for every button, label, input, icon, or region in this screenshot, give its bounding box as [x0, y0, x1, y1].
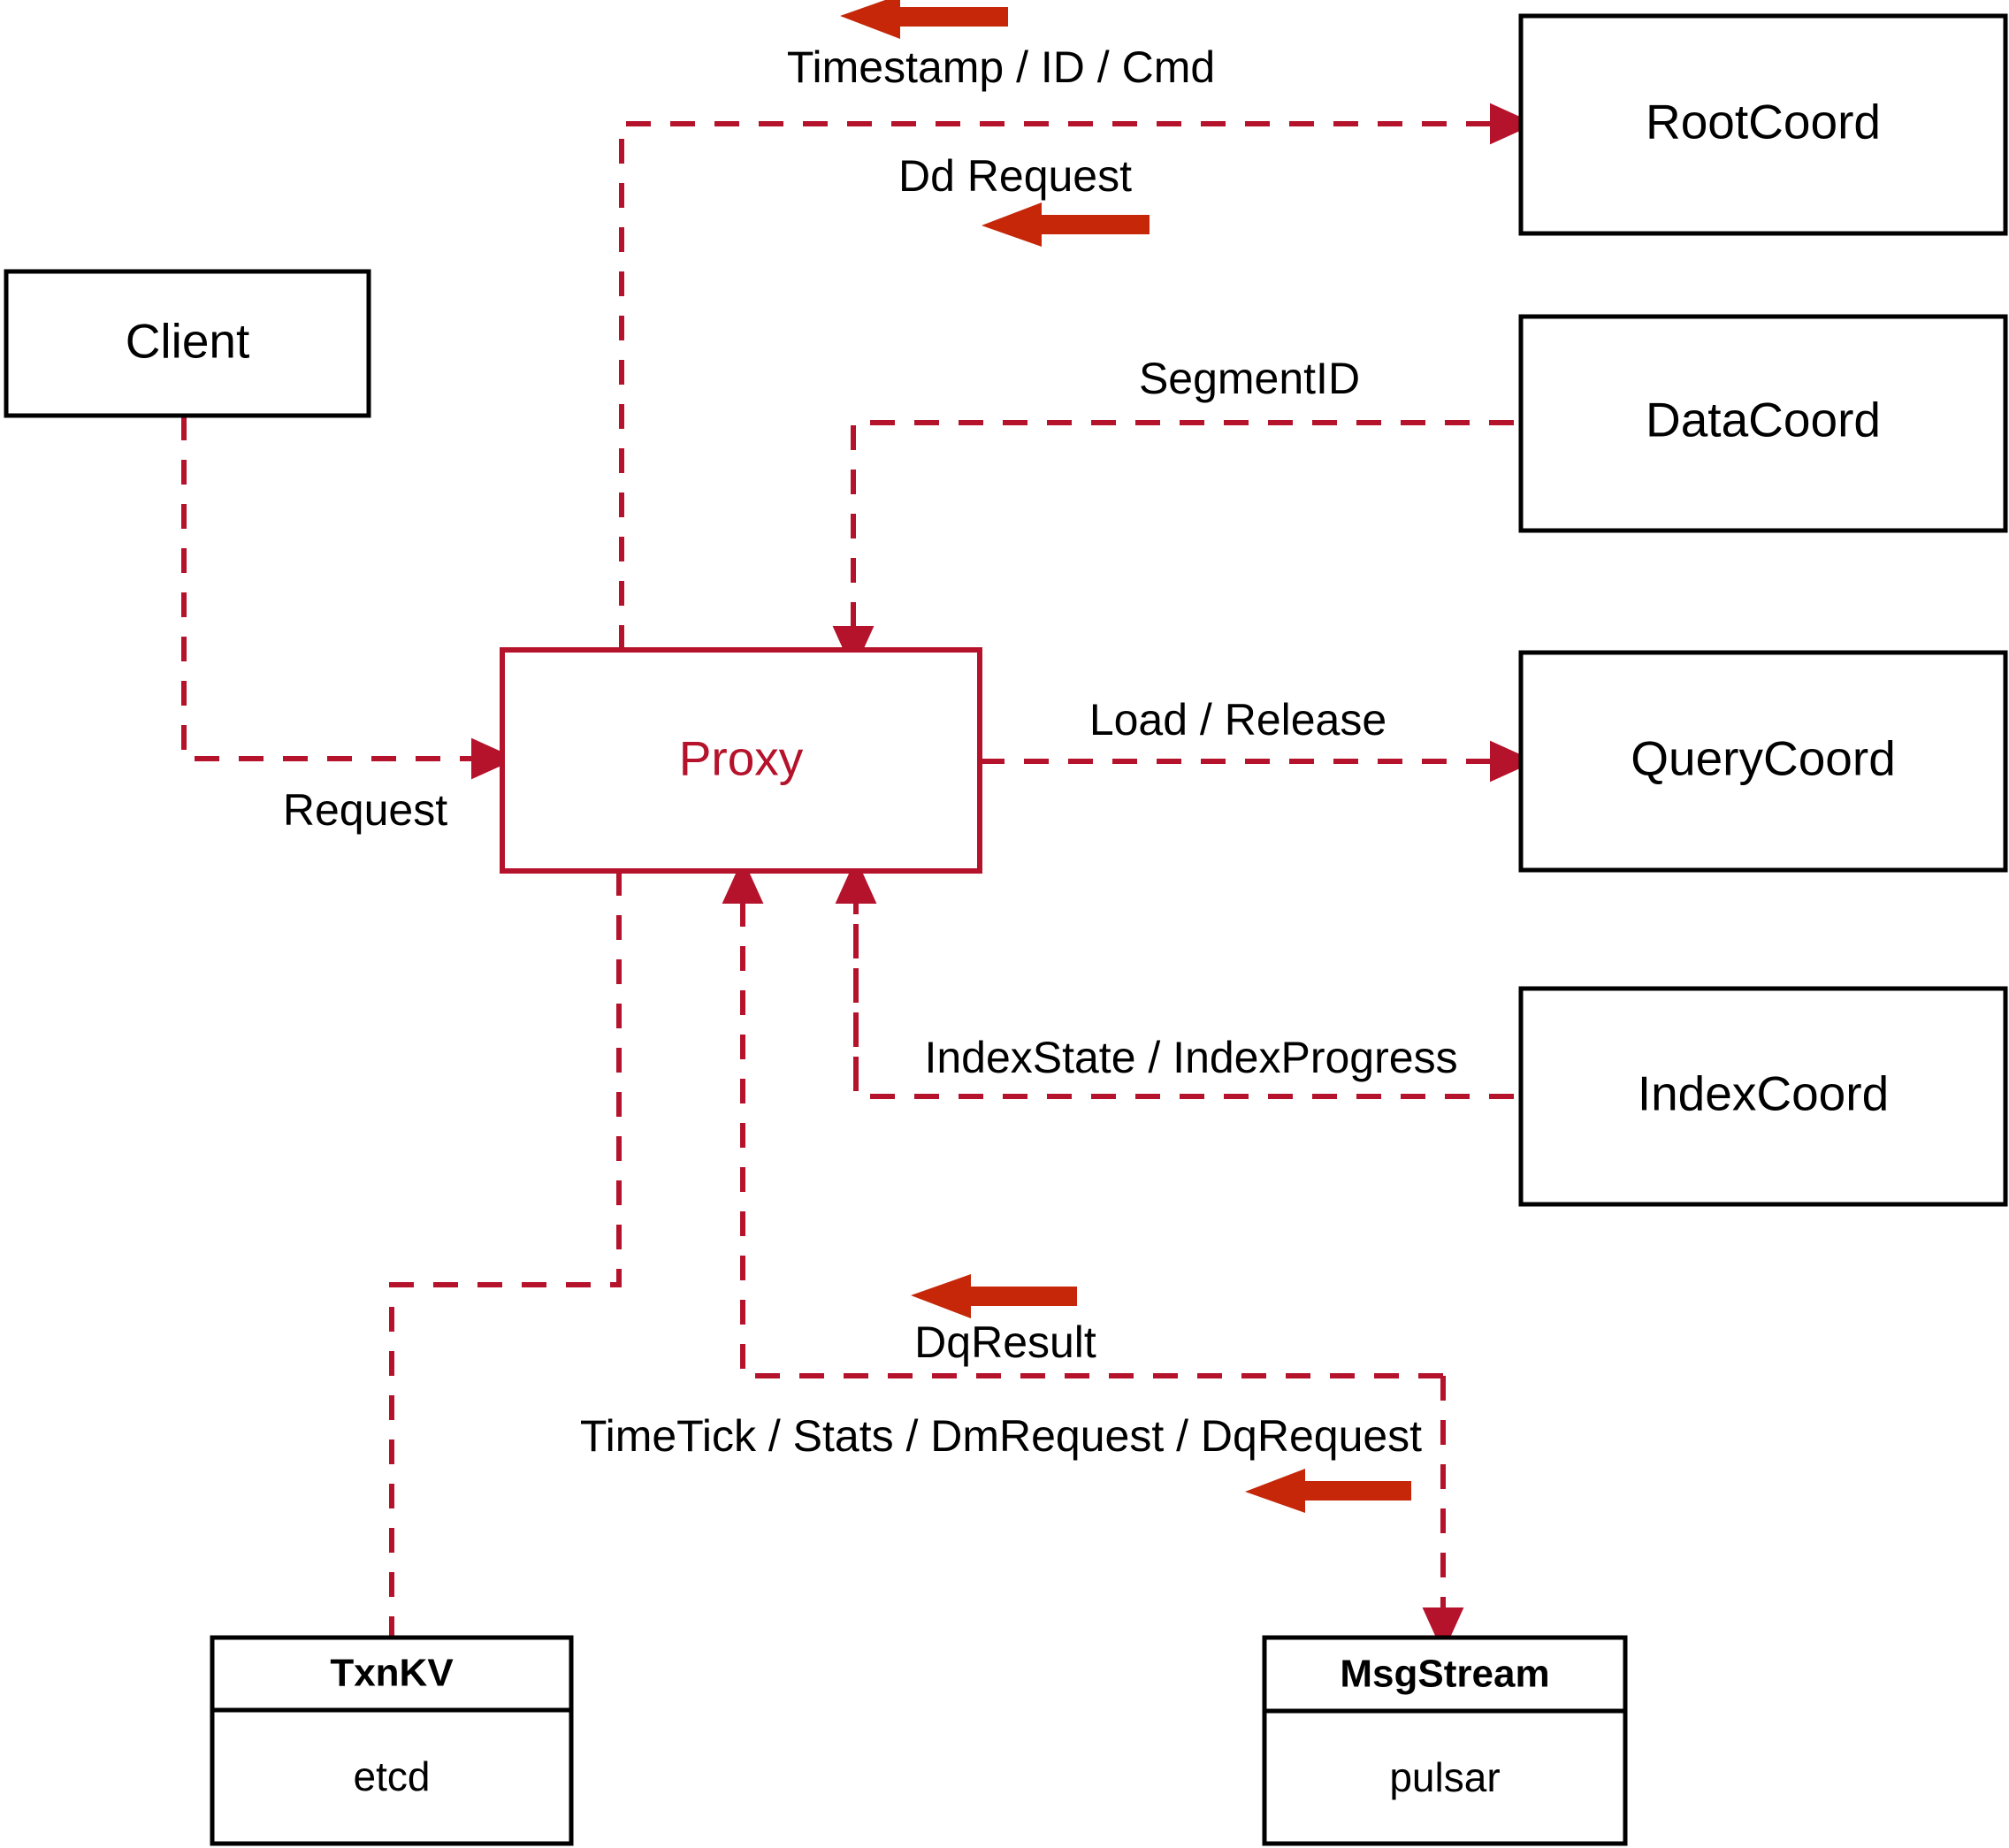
node-client-label: Client [126, 314, 250, 369]
node-msgstream[interactable]: MsgStream pulsar [1262, 1635, 1628, 1846]
node-datacoord-label: DataCoord [1646, 393, 1881, 447]
edge-client-to-proxy [181, 416, 517, 780]
timestamp-direction-arrow [840, 0, 1008, 39]
node-rootcoord-label: RootCoord [1646, 95, 1881, 149]
edge-label-load-release: Load / Release [1089, 695, 1386, 745]
edge-datacoord-to-proxy [832, 420, 1514, 672]
edge-proxy-to-rootcoord [619, 103, 1536, 650]
edge-label-dd-request: Dd Request [898, 151, 1132, 201]
node-querycoord[interactable]: QueryCoord [1518, 650, 2008, 873]
edge-label-timestamp-id-cmd: Timestamp / ID / Cmd [787, 42, 1215, 92]
node-client[interactable]: Client [4, 269, 371, 418]
edge-label-dq-result: DqResult [914, 1317, 1096, 1367]
node-msgstream-body: pulsar [1389, 1754, 1500, 1800]
edge-msgstream-to-proxy [722, 858, 1443, 1378]
edge-proxy-to-txnkv [389, 871, 622, 1638]
node-txnkv[interactable]: TxnKV etcd [210, 1635, 574, 1846]
node-proxy-label: Proxy [679, 731, 804, 786]
node-msgstream-header: MsgStream [1340, 1653, 1549, 1696]
edge-label-request: Request [283, 785, 447, 835]
node-rootcoord[interactable]: RootCoord [1518, 13, 2008, 236]
node-proxy[interactable]: Proxy [500, 647, 982, 874]
node-txnkv-body: etcd [354, 1753, 431, 1799]
edge-label-segment-id: SegmentID [1139, 354, 1360, 403]
node-querycoord-label: QueryCoord [1631, 731, 1896, 786]
edge-label-index-state-progress: IndexState / IndexProgress [924, 1033, 1457, 1082]
dq-result-direction-arrow [911, 1274, 1077, 1318]
edge-indexcoord-to-proxy [835, 858, 1514, 1099]
node-indexcoord[interactable]: IndexCoord [1518, 986, 2008, 1207]
node-datacoord[interactable]: DataCoord [1518, 314, 2008, 533]
node-txnkv-header: TxnKV [330, 1652, 454, 1695]
node-indexcoord-label: IndexCoord [1638, 1066, 1889, 1121]
dd-request-direction-arrow [982, 202, 1150, 247]
edge-label-timetick-stats: TimeTick / Stats / DmRequest / DqRequest [580, 1411, 1422, 1461]
msgstream-direction-arrow [1245, 1469, 1411, 1513]
